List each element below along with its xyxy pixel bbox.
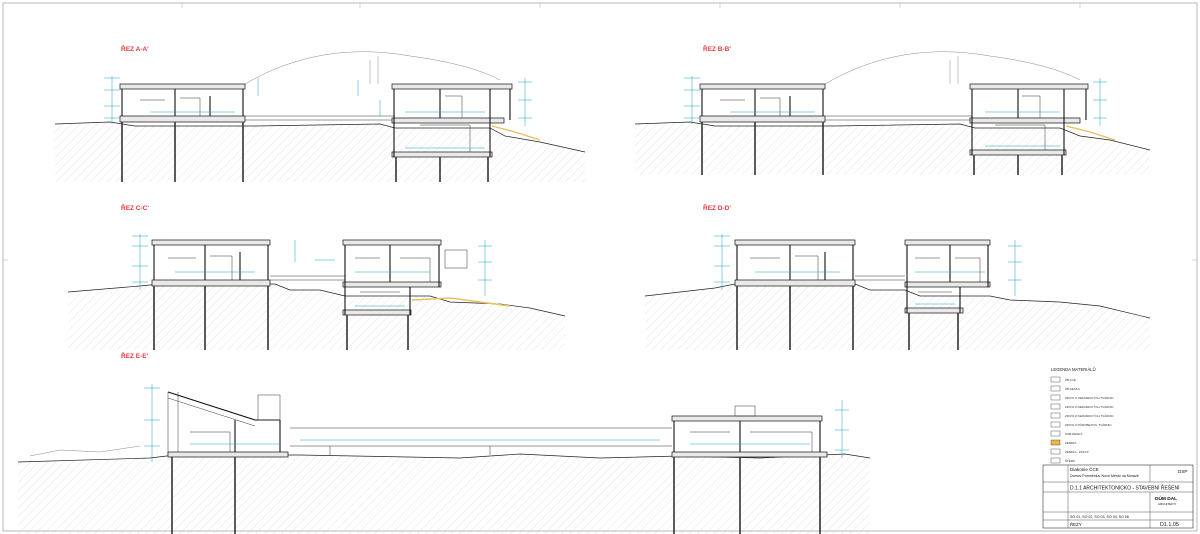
client-name: Diakonie ČCE	[1070, 466, 1099, 472]
legend-label: ZDIVO Z KERAMICKÝCH TVÁRNIC	[1065, 414, 1114, 418]
legend-label: ŠTĚRK	[1065, 458, 1075, 463]
legend-item: ŽB DESKA	[1050, 385, 1080, 392]
office-name: DŮM DAL	[1155, 494, 1177, 502]
legend-label: ZDIVO Z KERAMICKÝCH TVÁRNIC	[1065, 405, 1114, 409]
legend-item: OSB DESKA	[1050, 430, 1082, 437]
section-title: ŘEZ B-B'	[703, 44, 731, 53]
section-title: ŘEZ C-C'	[121, 203, 149, 212]
section-d: ŘEZ D-D'	[644, 203, 1151, 350]
section-a: ŘEZ A-A'	[54, 44, 586, 182]
sheet-name: ŘEZY	[1070, 522, 1082, 527]
objects-list: SO 01, SO 02, SO 03, SO 04, SO 06	[1070, 515, 1129, 519]
legend-label: ŽB DESKA	[1065, 386, 1080, 391]
legend-label: ZEMINA	[1065, 441, 1076, 445]
sheet-number: D1.1.05	[1160, 522, 1179, 528]
legend-item: ZDIVO Z PÓROBETON. TVÁRNIC	[1050, 421, 1112, 428]
drawing-title: D.1.1 ARCHITEKTONICKO - STAVEBNÍ ŘEŠENÍ	[1070, 484, 1180, 492]
section-title: ŘEZ A-A'	[121, 44, 149, 53]
section-c: ŘEZ C-C'	[67, 203, 566, 350]
legend-item: ŽB KCE	[1050, 376, 1076, 383]
section-title: ŘEZ E-E'	[121, 351, 149, 360]
section-title: ŘEZ D-D'	[703, 203, 731, 212]
legend-item: ZEMINA - ZÁSYP	[1050, 448, 1089, 455]
legend-item: ZEMINA	[1050, 439, 1076, 446]
section-e: ŘEZ E-E'	[17, 351, 871, 534]
office-subtitle: ARCHITEKTI	[1158, 502, 1176, 506]
project-stage: DSP	[1178, 469, 1187, 474]
legend-title: LEGENDA MATERIÁLŮ	[1051, 367, 1096, 372]
legend-label: ŽB KCE	[1065, 377, 1076, 382]
legend-label: ZDIVO Z KERAMICKÝCH TVÁRNIC	[1065, 396, 1114, 400]
legend-label: ZEMINA - ZÁSYP	[1065, 450, 1089, 454]
title-block: Diakonie ČCE Domov Pomněnka, Nové Město …	[1042, 464, 1194, 529]
legend-item: ZDIVO Z KERAMICKÝCH TVÁRNIC	[1050, 394, 1114, 401]
materials-legend: LEGENDA MATERIÁLŮ ŽB KCE ŽB DESKA ZDIVO …	[1050, 367, 1114, 464]
legend-item: ZDIVO Z KERAMICKÝCH TVÁRNIC	[1050, 412, 1114, 419]
section-b: ŘEZ B-B'	[634, 44, 1151, 175]
project-name: Domov Pomněnka, Nové Město na Moravě	[1070, 474, 1139, 478]
legend-label: OSB DESKA	[1065, 432, 1082, 436]
legend-item: ZDIVO Z KERAMICKÝCH TVÁRNIC	[1050, 403, 1114, 410]
legend-item: ŠTĚRK	[1050, 457, 1075, 464]
crop-marks	[3, 3, 1197, 261]
legend-label: ZDIVO Z PÓROBETON. TVÁRNIC	[1065, 422, 1112, 427]
